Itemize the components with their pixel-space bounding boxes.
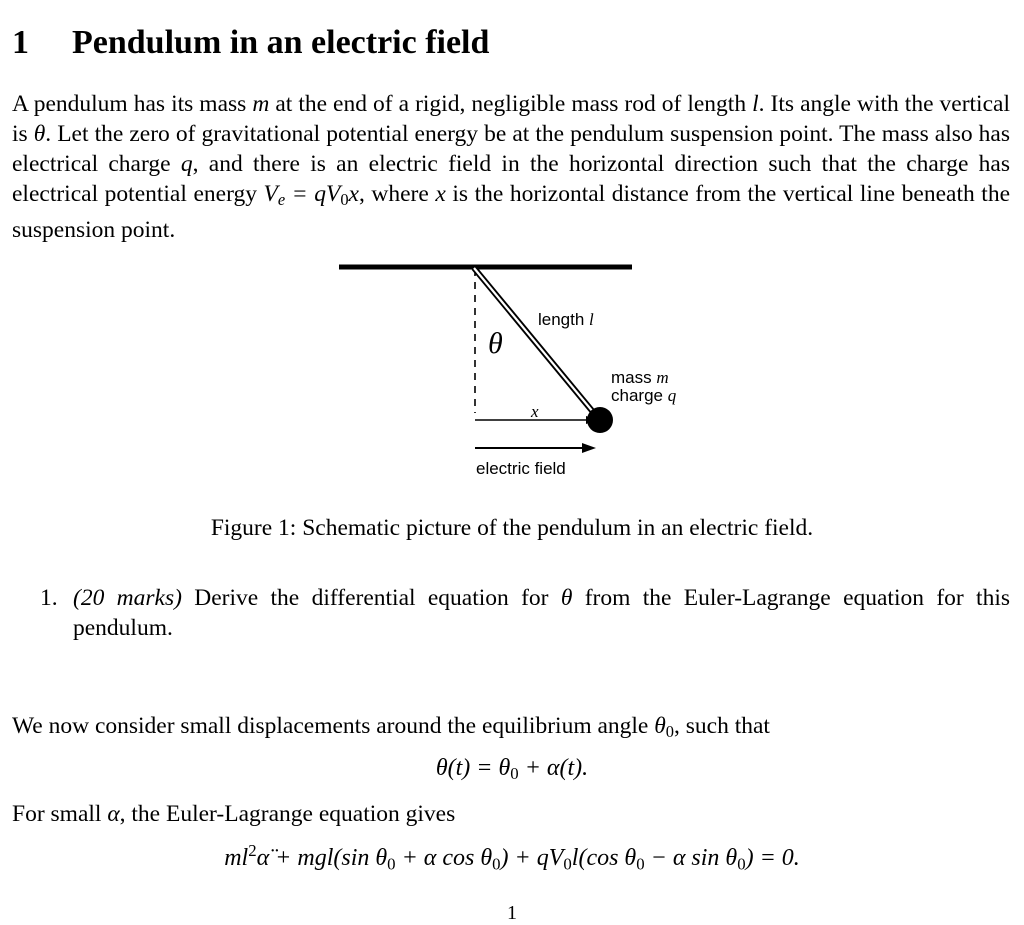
math-var: V (263, 181, 278, 207)
section-title: Pendulum in an electric field (72, 24, 490, 61)
intro-text: . Its angle with the vertical is (12, 91, 1010, 147)
paragraph-text: , such that (674, 713, 770, 739)
equation-part: ) = 0. (745, 845, 800, 872)
intro-paragraph: A pendulum has its mass m at the end of … (12, 89, 1010, 245)
length-var: l (589, 310, 594, 329)
math-var: l (752, 91, 759, 117)
question-number: 1. (40, 585, 58, 611)
charge-var: q (667, 386, 677, 405)
math-var: α (107, 801, 120, 827)
equation-part: + α(t). (518, 755, 589, 781)
math-expression: = qV (285, 181, 341, 207)
math-subscript: 0 (665, 722, 674, 742)
intro-text: A pendulum has its mass (12, 91, 253, 117)
length-label: length l (538, 310, 594, 330)
math-subscript: 0 (636, 854, 645, 874)
length-label-text: length (538, 310, 590, 329)
intro-text: , where (358, 181, 436, 207)
figure-caption: Figure 1: Schematic picture of the pendu… (210, 515, 814, 541)
mass-label-text: mass (611, 368, 657, 387)
equation-part: ) + qV (500, 845, 564, 872)
paragraph-text: , the Euler-Lagrange equation gives (119, 801, 456, 827)
charge-label-text: charge (611, 386, 668, 405)
math-subscript: 0 (492, 854, 501, 874)
math-var: θ (654, 713, 666, 739)
pendulum-figure: θ length l mass m charge q x electric fi… (330, 255, 730, 485)
equation-part: α̈ + mgl(sin θ (256, 845, 388, 872)
paragraph-text: For small (12, 801, 108, 827)
mass-var: m (656, 368, 669, 387)
small-alpha-paragraph: For small α, the Euler-Lagrange equation… (12, 799, 1010, 829)
paragraph-text: We now consider small displacements arou… (12, 713, 655, 739)
question-text-part: Derive the differential equation for (181, 585, 561, 611)
math-var: x (348, 181, 359, 207)
question-text-part: from the Euler-Lagrange equation for thi… (73, 585, 1010, 641)
equation-part: ml (224, 845, 249, 872)
equation-part: + α cos θ (395, 845, 493, 872)
question-marks: (20 marks) (73, 585, 182, 611)
pendulum-diagram (339, 264, 632, 453)
math-var: x (435, 181, 446, 207)
mass-label: mass m (611, 368, 669, 388)
section-number: 1 (12, 24, 29, 61)
charge-label: charge q (611, 386, 676, 406)
equation-part: − α sin θ (644, 845, 738, 872)
math-subscript: 0 (510, 764, 519, 784)
math-var: θ (33, 121, 46, 147)
math-subscript: 0 (387, 854, 396, 874)
intro-text: is the horizontal distance from the vert… (12, 181, 1011, 244)
small-displacement-paragraph: We now consider small displacements arou… (12, 711, 1010, 747)
theta-label: θ (488, 327, 503, 360)
math-subscript: 0 (340, 190, 349, 210)
intro-text: , and there is an electric field in the … (12, 151, 1010, 207)
math-superscript: 2 (248, 841, 257, 860)
equation-euler-lagrange: ml2α̈ + mgl(sin θ0 + α cos θ0) + qV0l(co… (0, 841, 1024, 874)
equation-part: θ(t) = θ (435, 755, 511, 781)
pendulum-bob (587, 407, 613, 433)
field-arrowhead (582, 443, 596, 453)
pendulum-rod-inner (473, 267, 599, 419)
math-subscript: e (277, 190, 286, 210)
intro-text: at the end of a rigid, negligible mass r… (269, 91, 753, 117)
math-subscript: 0 (737, 854, 746, 874)
page-number: 1 (507, 902, 517, 924)
x-label: x (531, 402, 539, 421)
intro-text: . Let the zero of gravitational potentia… (12, 121, 1010, 177)
equation-part: l(cos θ (571, 845, 637, 872)
math-subscript: 0 (563, 854, 572, 874)
question-1: 1. (20 marks) Derive the differential eq… (40, 583, 1010, 643)
question-text: (20 marks) Derive the differential equat… (73, 583, 1010, 643)
math-var: m (252, 91, 270, 117)
equation-theta: θ(t) = θ0 + α(t). (0, 755, 1024, 784)
math-var: θ (560, 585, 573, 611)
section-heading: 1 Pendulum in an electric field (12, 24, 489, 62)
math-var: q (180, 151, 193, 177)
electric-field-label: electric field (476, 459, 566, 478)
